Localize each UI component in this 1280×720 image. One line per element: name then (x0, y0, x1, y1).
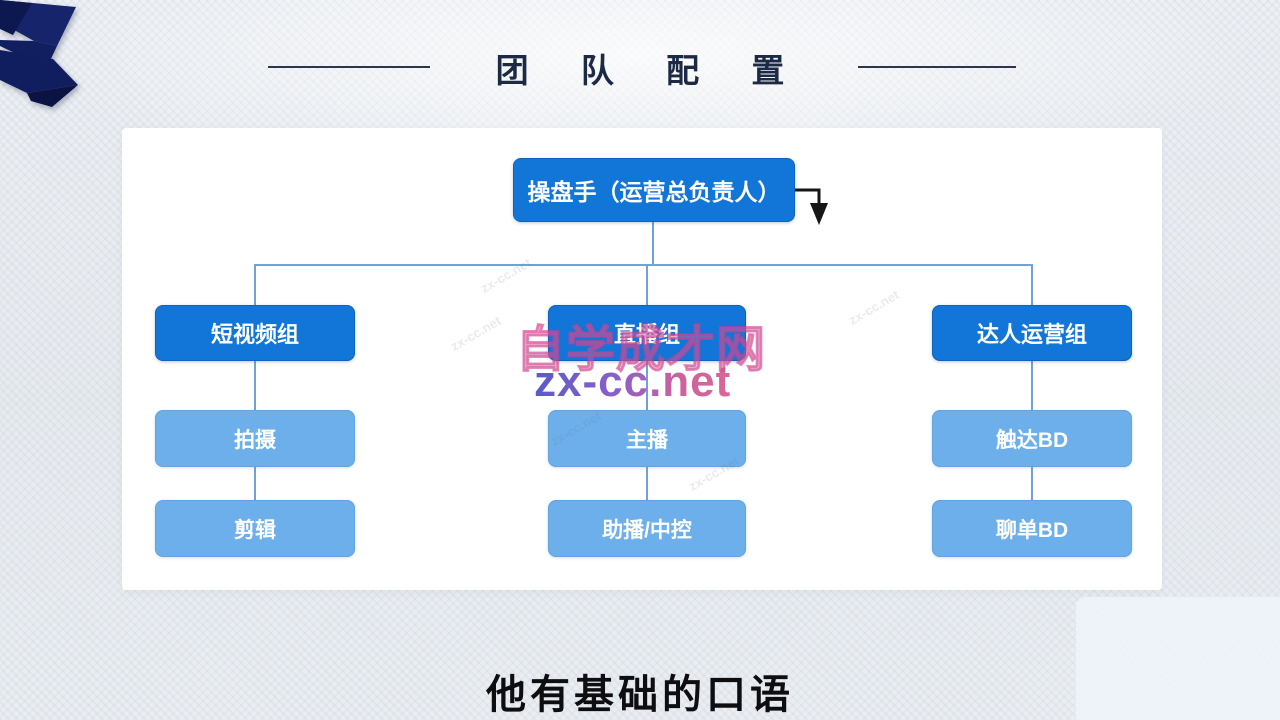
bottom-right-overlay (1076, 597, 1280, 720)
connector-col3-row2 (1031, 361, 1033, 410)
connector-horizontal-bar (254, 264, 1033, 266)
org-node-assistant-control: 助播/中控 (548, 500, 746, 557)
org-node-root: 操盘手（运营总负责人） (513, 158, 795, 222)
connector-col2-row2 (646, 361, 648, 410)
watermark-site-name: 自学成才网 (515, 322, 767, 378)
page-title: 团 队 配 置 (495, 54, 807, 90)
org-node-group-short-video: 短视频组 (155, 305, 355, 361)
org-node-group-livestream: 直播组 (548, 305, 746, 361)
connector-col2-row3 (646, 466, 648, 500)
connector-col1-row2 (254, 361, 256, 410)
title-divider-left (268, 66, 430, 68)
org-node-editing: 剪辑 (155, 500, 355, 557)
connector-drop-right (1031, 264, 1033, 306)
connector-drop-left (254, 264, 256, 306)
title-divider-right (858, 66, 1016, 68)
subtitle-caption: 他有基础的口语 (486, 672, 794, 717)
elbow-arrow-icon (795, 188, 828, 225)
org-node-reach-bd: 触达BD (932, 410, 1132, 467)
org-node-group-influencer-ops: 达人运营组 (932, 305, 1132, 361)
org-node-anchor: 主播 (548, 410, 746, 467)
connector-drop-middle (646, 264, 648, 306)
watermark-site-url: zx-cc.net (534, 357, 732, 406)
connector-col3-row3 (1031, 466, 1033, 500)
connector-root-stem (652, 222, 654, 265)
org-node-chat-order-bd: 聊单BD (932, 500, 1132, 557)
corner-ribbon-icon (0, 0, 78, 107)
connector-col1-row3 (254, 466, 256, 500)
org-node-shooting: 拍摄 (155, 410, 355, 467)
